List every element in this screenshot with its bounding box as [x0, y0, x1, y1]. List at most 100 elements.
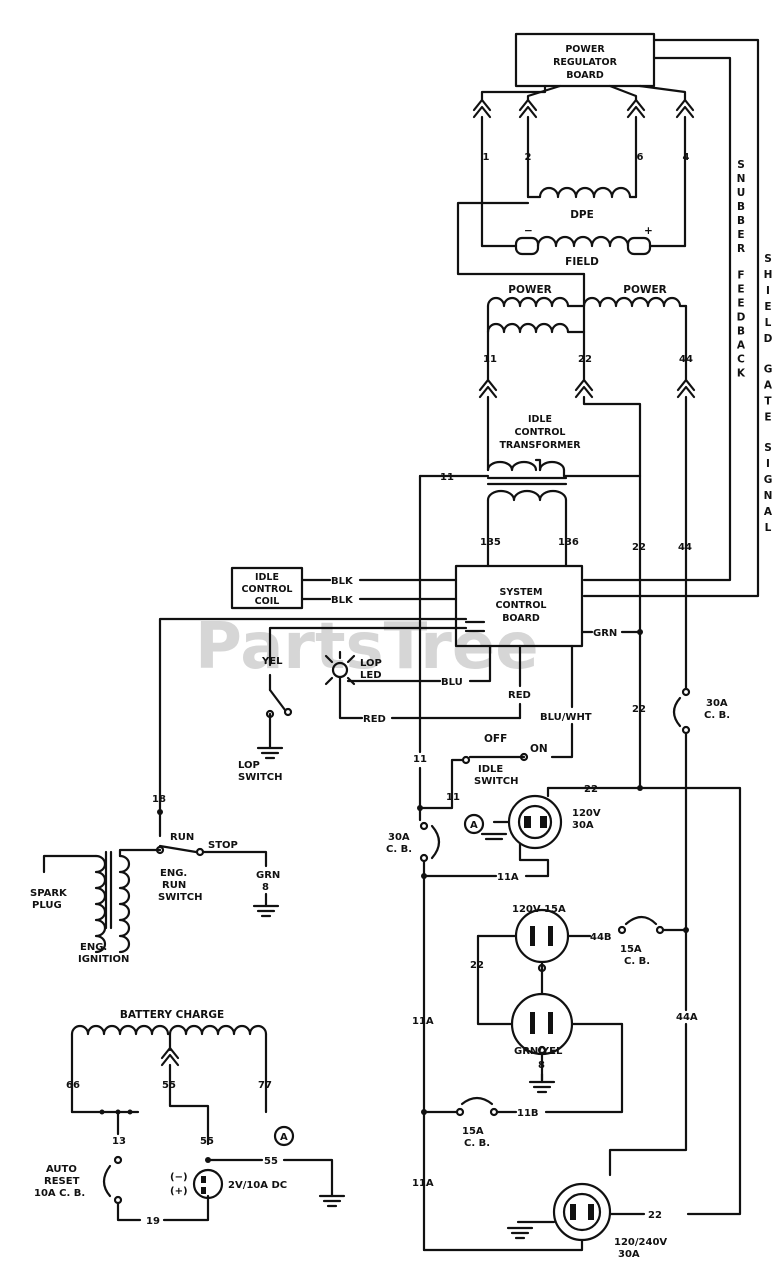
stop-label: STOP — [208, 840, 238, 851]
svg-text:RESET: RESET — [44, 1176, 80, 1187]
bc-pin-66: 66 — [66, 1080, 80, 1091]
lop-led-label: LOP — [360, 658, 382, 669]
svg-text:8: 8 — [538, 1060, 545, 1071]
svg-text:PLUG: PLUG — [32, 900, 62, 911]
svg-text:CONTROL: CONTROL — [242, 584, 293, 595]
bc-pin-55: 55 — [162, 1080, 176, 1091]
power-winding-lower-left — [486, 322, 586, 334]
spark-plug-label: SPARK — [30, 888, 68, 899]
battery-charge-label: BATTERY CHARGE — [120, 1009, 224, 1021]
wire-22-a: 22 — [632, 542, 646, 553]
duplex-wire-22: 22 — [470, 960, 484, 971]
dpe-winding — [526, 186, 638, 199]
idle-transformer-label: IDLE — [528, 414, 552, 425]
svg-text:BOARD: BOARD — [502, 613, 540, 624]
ignition-coil-secondary — [94, 854, 107, 954]
svg-text:C. B.: C. B. — [704, 710, 730, 721]
breaker-30a-left: 30A — [388, 832, 410, 843]
svg-text:CONTROL: CONTROL — [496, 600, 547, 611]
receptacle-120-240v — [552, 1182, 612, 1242]
eng-run-switch-label: ENG. — [160, 868, 187, 879]
ground-a-label: A — [470, 820, 478, 831]
svg-text:SWITCH: SWITCH — [158, 892, 202, 903]
dpe-label: DPE — [570, 209, 594, 221]
svg-text:IDLE: IDLE — [255, 572, 279, 583]
power-right-label: POWER — [623, 284, 666, 296]
wire-blu-wht: BLU/WHT — [540, 712, 592, 723]
idle-switch-on: ON — [530, 743, 548, 755]
svg-text:C. B.: C. B. — [624, 956, 650, 967]
wire-55-b: 55 — [264, 1156, 278, 1167]
wire-44a: 44A — [676, 1012, 698, 1023]
wire-22-bot: 22 — [648, 1210, 662, 1221]
grn-8-label: GRN — [256, 870, 280, 881]
eng-ignition-label: ENG. — [80, 942, 107, 953]
lop-led — [324, 650, 356, 686]
wire-11a-2: 11A — [412, 1016, 434, 1027]
wire-blk-1: BLK — [331, 576, 354, 587]
receptacle-240-label: 120/240V — [614, 1237, 667, 1248]
idle-control-coil: IDLE CONTROL COIL — [230, 566, 304, 610]
power-winding-upper-right — [582, 296, 688, 308]
power-connector-chevrons — [478, 378, 696, 399]
svg-text:LED: LED — [360, 670, 382, 681]
power-winding-upper-left — [486, 296, 586, 308]
ground-a2-label: A — [280, 1132, 288, 1143]
svg-text:10A C. B.: 10A C. B. — [34, 1188, 85, 1199]
wire-18: 18 — [152, 794, 166, 805]
wire-11-top: 11 — [440, 472, 454, 483]
connector-chevrons — [472, 98, 695, 119]
svg-text:C. B.: C. B. — [386, 844, 412, 855]
idle-switch-label: IDLE — [478, 764, 503, 775]
field-plus: + — [644, 225, 653, 237]
wire-44-a: 44 — [678, 542, 692, 553]
svg-text:C. B.: C. B. — [464, 1138, 490, 1149]
ignition-coil-primary — [118, 854, 131, 954]
breaker-15a-right: 15A — [620, 944, 642, 955]
pin-44: 44 — [679, 354, 693, 365]
field-label: FIELD — [565, 256, 599, 268]
svg-text:IGNITION: IGNITION — [78, 954, 129, 965]
svg-text:SYSTEM: SYSTEM — [500, 587, 543, 598]
wire-11-mid: 11 — [413, 754, 427, 765]
wire-yel: YEL — [261, 656, 283, 667]
receptacle-120v-30a — [507, 794, 563, 850]
battery-charge-winding — [70, 1024, 268, 1036]
wire-blk-2: BLK — [331, 595, 354, 606]
grn-yel-label: GRN/YEL — [514, 1046, 563, 1057]
svg-text:30A: 30A — [618, 1249, 640, 1260]
wire-11b: 11B — [517, 1108, 539, 1119]
power-left-label: POWER — [508, 284, 551, 296]
svg-text:8: 8 — [262, 882, 269, 893]
dc-rating-label: 2V/10A DC — [228, 1180, 287, 1191]
lop-switch-ground — [256, 746, 284, 760]
svg-text:BOARD: BOARD — [566, 70, 604, 81]
transformer-secondary — [486, 489, 568, 502]
svg-text:SWITCH: SWITCH — [238, 772, 282, 783]
auto-reset-label: AUTO — [46, 1164, 77, 1175]
pin-1: 1 — [483, 152, 490, 163]
svg-text:REGULATOR: REGULATOR — [553, 57, 618, 68]
svg-text:30A: 30A — [572, 820, 594, 831]
wire-19: 19 — [146, 1216, 160, 1227]
wire-135: 135 — [480, 537, 501, 548]
run-label: RUN — [170, 832, 194, 843]
svg-text:TRANSFORMER: TRANSFORMER — [499, 440, 581, 451]
wire-11a-1: 11A — [497, 872, 519, 883]
wire-22-mid: 22 — [632, 704, 646, 715]
svg-text:CONTROL: CONTROL — [515, 427, 566, 438]
wire-44b: 44B — [590, 932, 612, 943]
dc-plus: (+) — [170, 1186, 188, 1197]
dc-minus: (−) — [170, 1172, 188, 1183]
wire-grn: GRN — [593, 628, 617, 639]
wire-blu: BLU — [441, 677, 463, 688]
svg-text:POWER: POWER — [565, 44, 605, 55]
lop-switch-label: LOP — [238, 760, 260, 771]
receptacle-30a-label: 120V — [572, 808, 601, 819]
wire-red-1: RED — [363, 714, 386, 725]
breaker-30a-right: 30A — [706, 698, 728, 709]
pin-22: 22 — [578, 354, 592, 365]
